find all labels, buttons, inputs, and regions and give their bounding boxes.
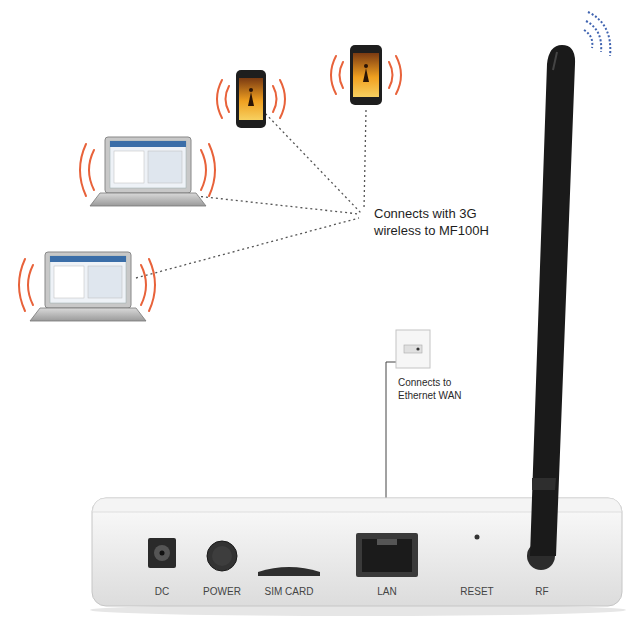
laptop-screen xyxy=(50,256,126,303)
signal-arc xyxy=(19,259,25,311)
signal-arc xyxy=(226,86,230,112)
antenna-highlight xyxy=(553,52,557,70)
jack-socket xyxy=(404,345,422,353)
signal-arc xyxy=(149,259,155,311)
callout-text: Connects to Ethernet WAN xyxy=(398,377,476,402)
silhouette xyxy=(363,68,369,82)
silhouette xyxy=(248,92,254,106)
dotted-line xyxy=(136,218,359,278)
antenna-body xyxy=(530,45,575,556)
laptop xyxy=(30,252,146,321)
laptop-lid xyxy=(45,252,131,308)
window-pane xyxy=(148,151,182,183)
dotted-line xyxy=(364,110,366,209)
dotted-line xyxy=(262,110,361,213)
port-label: LAN xyxy=(362,586,412,598)
laptop xyxy=(90,137,206,206)
signal-arc xyxy=(28,265,33,305)
signal-arc xyxy=(209,144,215,196)
window-bar xyxy=(110,141,186,147)
port-label: SIM CARD xyxy=(254,586,324,598)
signal-arc xyxy=(273,86,277,112)
phone-body xyxy=(236,70,266,128)
antenna xyxy=(530,45,575,556)
dc-jack xyxy=(154,545,170,561)
signal-arc xyxy=(396,56,401,94)
jack-dot xyxy=(416,347,419,350)
port-label: DC xyxy=(142,586,182,598)
sim-slot xyxy=(258,567,320,576)
silhouette xyxy=(364,64,368,68)
laptop-lid xyxy=(105,137,191,193)
lan-port xyxy=(356,533,418,577)
callout-text: Connects with 3G wireless to MF100H xyxy=(374,206,506,240)
window-pane xyxy=(114,151,144,183)
signal-arc xyxy=(389,62,393,88)
laptop-base xyxy=(30,308,146,321)
phone-screen xyxy=(239,78,263,120)
port-label: RESET xyxy=(449,586,505,598)
power-button xyxy=(212,546,232,566)
jack-plate xyxy=(396,330,430,368)
signal-arc xyxy=(201,150,206,190)
window-pane xyxy=(88,266,122,298)
lan-port xyxy=(362,539,412,572)
wifi-arc xyxy=(584,30,592,48)
silhouette xyxy=(249,88,253,92)
dc-jack xyxy=(160,551,165,556)
ethernet-wall-jack xyxy=(396,330,430,368)
signal-arc xyxy=(331,56,336,94)
power-button xyxy=(207,541,237,571)
dotted-line xyxy=(196,196,359,214)
phone xyxy=(350,45,382,105)
signal-arc xyxy=(280,80,285,118)
laptop-screen xyxy=(110,141,186,188)
phone-body xyxy=(350,45,382,105)
reset-hole xyxy=(475,535,480,540)
signal-arc xyxy=(89,150,94,190)
antenna-joint xyxy=(532,478,556,490)
signal-arc xyxy=(340,62,344,88)
wifi-arc xyxy=(586,21,601,52)
signal-arc xyxy=(80,144,86,196)
signal-arcs xyxy=(19,56,401,311)
phone-screen xyxy=(353,53,379,97)
wifi-arc xyxy=(588,12,610,56)
port-label: POWER xyxy=(194,586,250,598)
signal-arc xyxy=(141,265,146,305)
port-label: RF xyxy=(524,586,560,598)
phone xyxy=(236,70,266,128)
wifi-arcs xyxy=(584,12,610,56)
lan-port xyxy=(377,539,397,545)
laptop-base xyxy=(90,193,206,206)
dc-jack xyxy=(148,538,176,568)
window-pane xyxy=(54,266,84,298)
window-bar xyxy=(50,256,126,262)
signal-arc xyxy=(217,80,222,118)
